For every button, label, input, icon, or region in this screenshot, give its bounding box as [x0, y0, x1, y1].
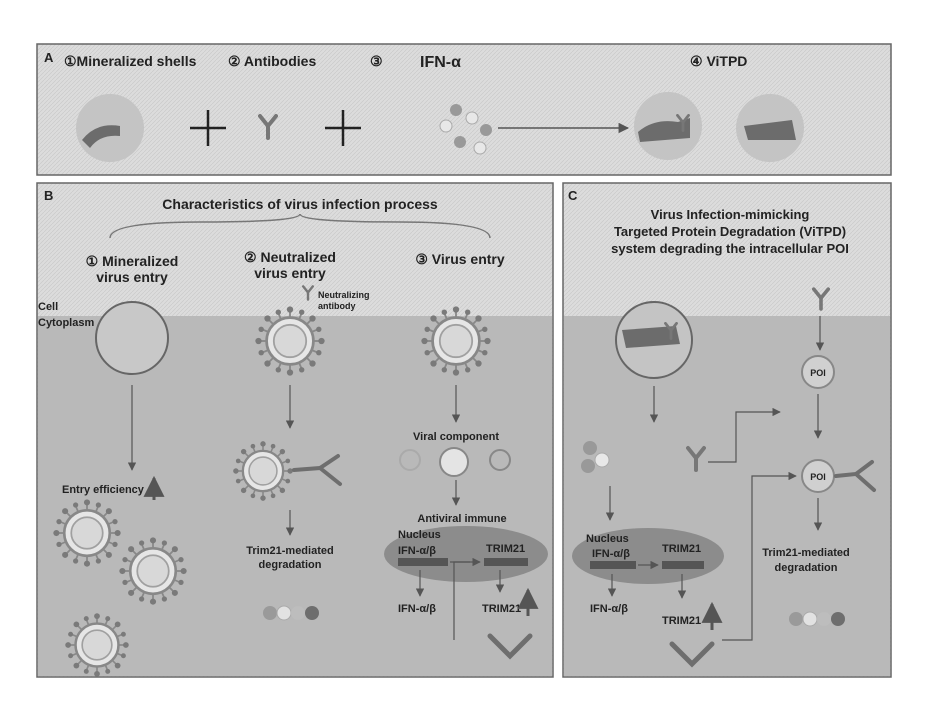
ifn-output-label-b: IFN-α/β	[398, 603, 436, 615]
virus-particle-2	[119, 537, 186, 604]
trim21-gene-label-c: TRIM21	[662, 543, 701, 555]
trim21-gene-bar-b	[484, 558, 528, 566]
ifn-gene-bar-b	[398, 558, 448, 566]
panel-b-letter: B	[44, 188, 53, 203]
trim21-output-label-b: TRIM21	[482, 603, 521, 615]
trim21-output-label-c: TRIM21	[662, 615, 701, 627]
panel-c-title-line2: Targeted Protein Degradation (ViTPD)	[614, 224, 846, 239]
panel-a-item-vitpd: ④ ViTPD	[690, 53, 747, 69]
panel-b-col1-title-line1: ① Mineralized	[86, 253, 179, 269]
panel-c-title-line3: system degrading the intracellular POI	[611, 241, 849, 256]
trim21-degradation-label-c-line2: degradation	[775, 562, 838, 574]
panel-a-ifn-label: IFN-α	[420, 54, 461, 71]
panel-a-letter: A	[44, 50, 54, 65]
nucleus-label-c: Nucleus	[586, 533, 629, 545]
cytoplasm-label: Cytoplasm	[38, 317, 94, 329]
neutralizing-antibody-label-line1: Neutralizing	[318, 290, 370, 300]
viral-component-label: Viral component	[413, 431, 499, 443]
nucleus-label-b: Nucleus	[398, 529, 441, 541]
virus-entry-graphic	[421, 306, 490, 375]
trim21-gene-bar-c	[662, 561, 704, 569]
panel-b-col2-title-line1: ② Neutralized	[244, 249, 336, 265]
panel-a-item-3: ③	[370, 53, 383, 69]
trim21-degradation-label-c-line1: Trim21-mediated	[762, 547, 849, 559]
panel-b-col2-title-line2: virus entry	[254, 265, 326, 281]
vitpd-graphic-1	[634, 92, 702, 160]
panel-b-col1-title-line2: virus entry	[96, 269, 168, 285]
antiviral-immune-label: Antiviral immune	[417, 513, 506, 525]
trim21-degradation-label-b-line1: Trim21-mediated	[246, 545, 333, 557]
poi-label-1: POI	[810, 368, 826, 378]
panel-c-letter: C	[568, 188, 578, 203]
ifn-gene-label-c: IFN-α/β	[592, 548, 630, 560]
panel-a-item-mineralized-shells: ①Mineralized shells	[64, 53, 197, 69]
panel-a-item-antibodies: ② Antibodies	[228, 53, 316, 69]
ifn-output-label-c: IFN-α/β	[590, 603, 628, 615]
panel-c-title-line1: Virus Infection-mimicking	[651, 207, 810, 222]
mineralized-shell-graphic	[76, 94, 144, 162]
neutralized-virus-graphic	[255, 306, 324, 375]
trim21-gene-label-b: TRIM21	[486, 543, 525, 555]
vitpd-graphic-2	[736, 94, 804, 162]
poi-label-2: POI	[810, 472, 826, 482]
virus-particle-3	[65, 613, 129, 677]
mineralized-virus-endosome	[96, 302, 168, 374]
ifn-gene-bar-c	[590, 561, 636, 569]
virus-particle-1	[53, 499, 120, 566]
trim21-degradation-label-b-line2: degradation	[259, 559, 322, 571]
entry-efficiency-label: Entry efficiency	[62, 484, 145, 496]
ifn-gene-label-b: IFN-α/β	[398, 545, 436, 557]
vitpd-endosome-c	[616, 302, 692, 378]
panel-b-col3-title: ③ Virus entry	[415, 251, 505, 267]
panel-b-title: Characteristics of virus infection proce…	[162, 196, 438, 212]
cell-label: Cell	[38, 301, 58, 313]
neutralizing-antibody-label-line2: antibody	[318, 301, 356, 311]
virus-antibody-complex	[233, 441, 293, 501]
